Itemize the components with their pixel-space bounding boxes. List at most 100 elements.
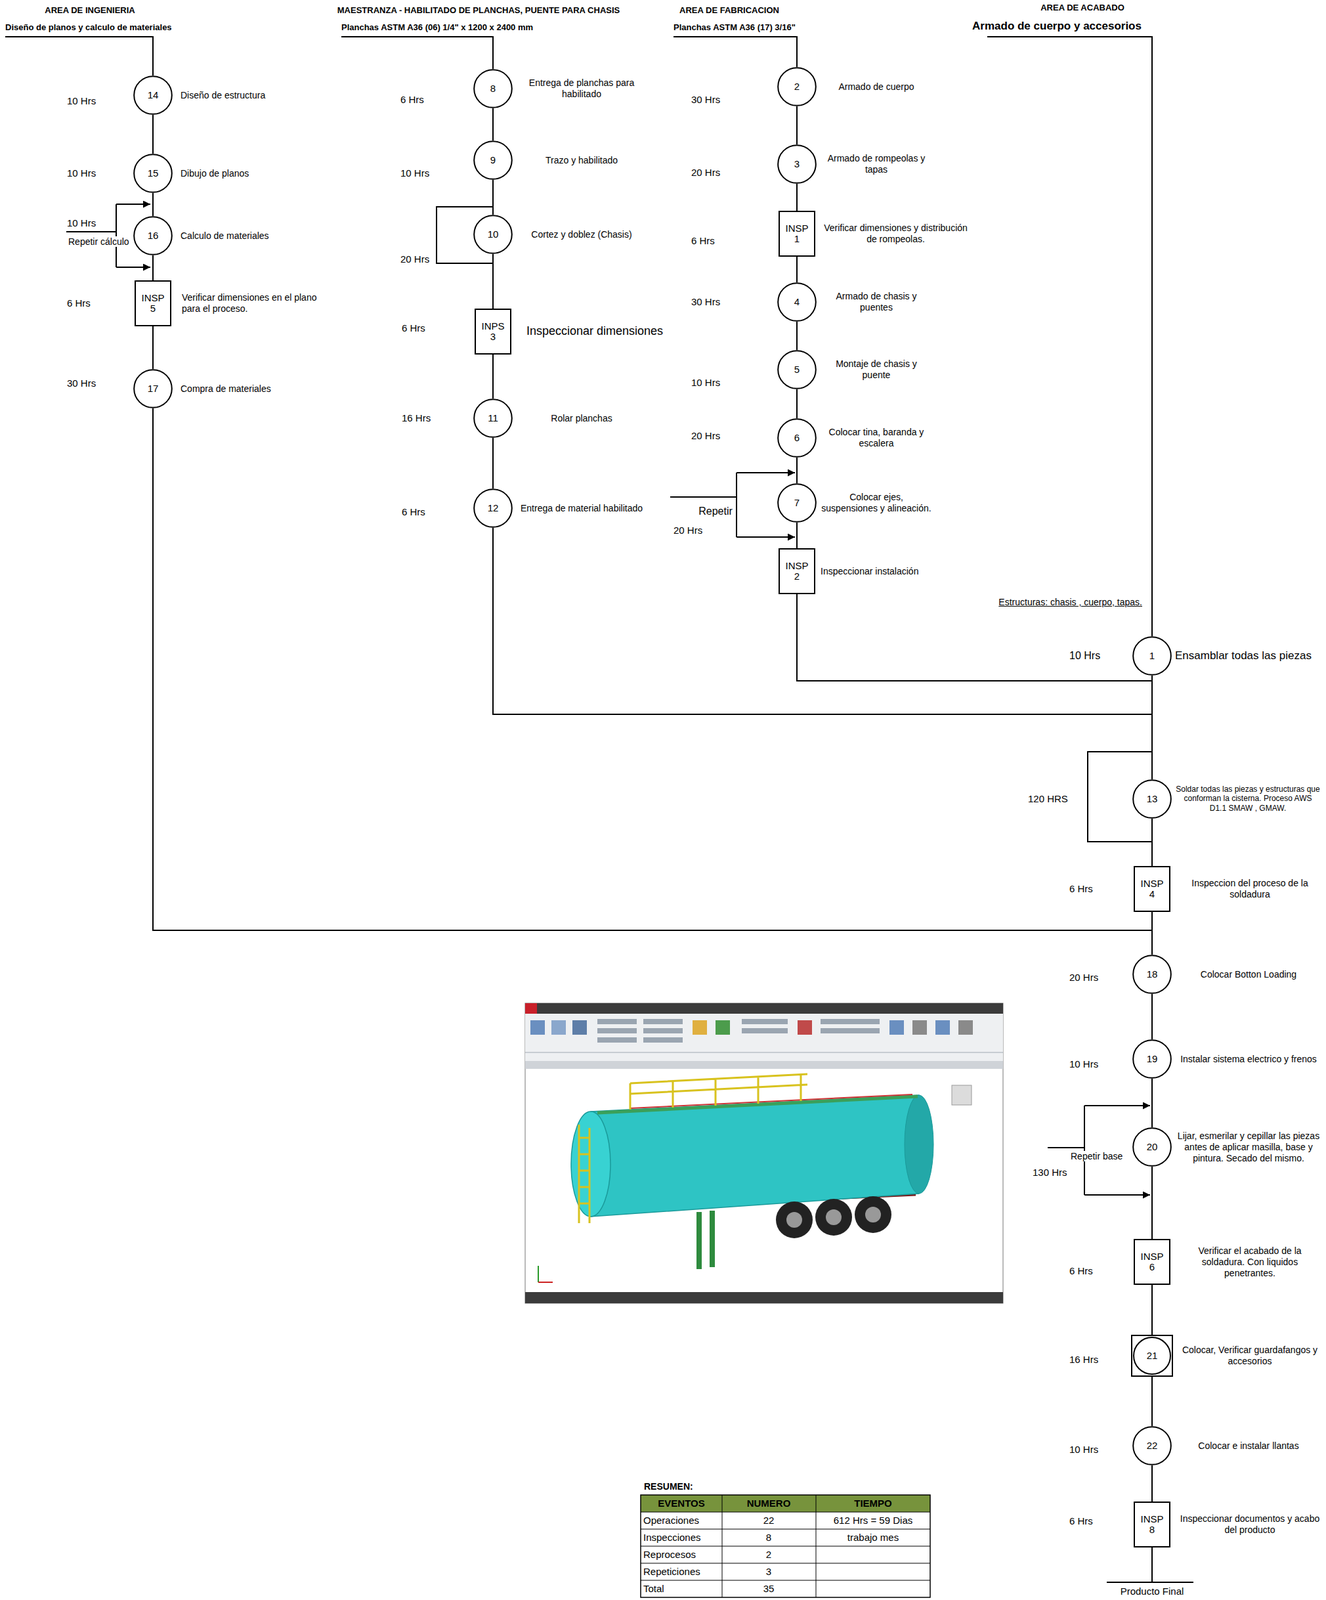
repeat-label: Repetir — [698, 505, 733, 518]
flow-lines — [5, 36, 1194, 1583]
step-description: Armado de cuerpo — [820, 81, 933, 93]
operation-number: 8 — [490, 83, 496, 95]
flow-connector — [1151, 1465, 1153, 1502]
cad-screenshot — [525, 1003, 1004, 1304]
step-description: Verificar dimensiones y distribución de … — [821, 222, 970, 245]
time-label: 30 Hrs — [691, 296, 721, 308]
flow-connector — [152, 114, 154, 154]
tank-end — [904, 1094, 934, 1194]
column-header-line — [341, 36, 493, 69]
ladder — [578, 1124, 590, 1223]
table-cell: 3 — [766, 1565, 772, 1577]
inspection-box: INSP 1Verificar dimensiones y distribuci… — [778, 210, 816, 257]
step-description: Colocar, Verificar guardafangos y acceso… — [1178, 1344, 1322, 1367]
circle-shape — [1133, 779, 1172, 818]
time-label: 10 Hrs — [1069, 649, 1101, 662]
axis — [537, 1265, 539, 1283]
table-cell: Repeticiones — [643, 1565, 701, 1577]
step-description: Ensamblar todas las piezas — [1175, 649, 1324, 663]
column-header-line — [5, 36, 153, 76]
table-cell: EVENTOS — [657, 1497, 705, 1509]
step-description: Trazo y habilitado — [519, 154, 644, 167]
wheel-hub — [865, 1206, 881, 1223]
table-grid — [640, 1494, 931, 1598]
repeat-bracket — [670, 472, 737, 537]
repeat-arrow — [1084, 1194, 1151, 1196]
circle-shape — [777, 350, 816, 389]
step-description: Entrega de material habilitado — [519, 502, 644, 514]
circle-shape — [1133, 636, 1172, 675]
operation-number: 5 — [794, 364, 800, 376]
repeat-arrow — [116, 203, 151, 205]
time-label: 6 Hrs — [66, 297, 91, 309]
table-cell: Inspecciones — [643, 1531, 702, 1543]
circle-shape — [777, 67, 816, 106]
operation-circle: 10Cortez y doblez (Chasis) — [473, 214, 513, 255]
operation-circle: 1Ensamblar todas las piezas — [1132, 636, 1172, 676]
flow-connector — [1151, 1284, 1153, 1335]
operation-number: 11 — [487, 412, 499, 425]
step-description: Cortez y doblez (Chasis) — [519, 229, 644, 241]
flow-connector — [1151, 818, 1153, 866]
repeat-arrow — [736, 536, 795, 538]
time-label: 20 Hrs — [673, 524, 703, 536]
time-label: 10 Hrs — [66, 217, 96, 229]
circle-shape — [473, 489, 513, 528]
operation-number: 19 — [1146, 1053, 1158, 1065]
inspection-box: INSP 6Verificar el acabado de la soldadu… — [1133, 1238, 1171, 1285]
step-description: Armado de rompeolas y tapas — [820, 152, 933, 176]
operation-number: 2 — [794, 81, 800, 93]
inspection-number: INSP 8 — [1138, 1513, 1166, 1536]
inspection-box: INSP 4Inspeccion del proceso de la solda… — [1133, 865, 1171, 912]
time-label: 10 Hrs — [1069, 1443, 1099, 1455]
inspection-box: INSP 5Verificar dimensiones en el plano … — [134, 280, 172, 327]
combined-operation-box: 21Colocar, Verificar guardafangos y acce… — [1131, 1334, 1174, 1377]
step-description: Montaje de chasis y puente — [820, 358, 933, 381]
time-label: 20 Hrs — [1069, 971, 1099, 983]
step-description: Calculo de materiales — [180, 230, 322, 242]
screen-frame — [525, 1003, 1004, 1304]
operation-number: 14 — [147, 89, 159, 102]
operation-number: 1 — [1149, 650, 1155, 662]
operation-number: 15 — [147, 168, 159, 180]
flow-connector — [492, 108, 494, 141]
flow-connector — [492, 254, 494, 309]
inspection-number: INSP 5 — [139, 292, 167, 315]
repeat-arrow — [736, 471, 795, 474]
step-description: Verificar el acabado de la soldadura. Co… — [1178, 1245, 1322, 1279]
time-label: 6 Hrs — [1069, 1264, 1093, 1277]
operation-circle: 18Colocar Botton Loading — [1132, 954, 1172, 994]
area-header: Armado de cuerpo y accesorios — [972, 19, 1142, 33]
time-label: 30 Hrs — [691, 93, 721, 106]
circle-shape — [133, 154, 172, 193]
flow-connector — [1151, 1166, 1153, 1239]
operation-circle: 11Rolar planchas — [473, 398, 513, 438]
operation-number: 3 — [794, 158, 800, 171]
flow-connector — [1151, 993, 1153, 1040]
operation-circle: 14Diseño de estructura — [133, 75, 173, 115]
operation-circle: 8Entrega de planchas para habilitado — [473, 68, 513, 109]
operation-number: 16 — [147, 230, 159, 242]
tab-strip — [525, 1060, 1004, 1069]
inspection-box: INSP 2Inspeccionar instalación — [778, 548, 816, 595]
table-cell: 22 — [763, 1514, 775, 1526]
area-header: AREA DE ACABADO — [1040, 3, 1125, 14]
step-description: Inspeccion del proceso de la soldadura — [1178, 877, 1322, 900]
title-bar — [525, 1003, 1004, 1014]
area-header: MAESTRANZA - HABILITADO DE PLANCHAS, PUE… — [337, 5, 620, 16]
operation-circle: 12Entrega de material habilitado — [473, 488, 513, 528]
table-header-fill — [640, 1494, 931, 1512]
area-header: AREA DE FABRICACION — [679, 5, 780, 16]
flow-connector — [1151, 1376, 1153, 1426]
flow-connector — [796, 389, 798, 419]
table-cell: 8 — [766, 1531, 772, 1543]
operation-circle: 17Compra de materiales — [133, 368, 173, 409]
area-header: AREA DE INGENIERIA — [44, 5, 135, 16]
step-description: Diseño de estructura — [180, 89, 322, 102]
operation-circle: 6Colocar tina, baranda y escalera — [777, 418, 817, 458]
circle-shape — [133, 76, 172, 115]
step-description: Soldar todas las piezas y estructuras qu… — [1175, 784, 1321, 813]
operation-circle: 5Montaje de chasis y puente — [777, 349, 817, 390]
operation-number: 9 — [490, 154, 496, 167]
circle-shape — [133, 369, 172, 408]
